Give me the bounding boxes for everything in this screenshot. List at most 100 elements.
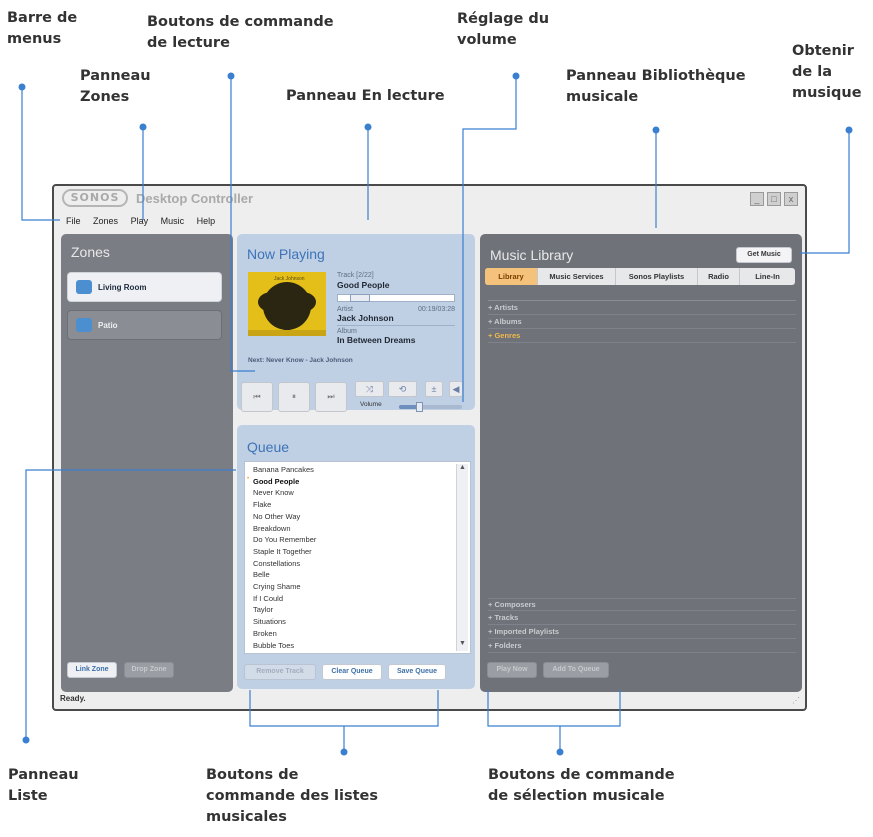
callout-line: Boutons de commande bbox=[488, 767, 675, 783]
callout-line: Barre de bbox=[7, 10, 78, 26]
menu-music[interactable]: Music bbox=[160, 216, 185, 226]
callout-line: Zones bbox=[80, 89, 130, 105]
album-label: Album bbox=[337, 328, 357, 335]
queue-item[interactable]: Broken bbox=[253, 628, 277, 638]
callout-library-panel: Panneau Bibliothèque musicale bbox=[566, 66, 746, 108]
zone-patio[interactable]: Patio bbox=[67, 310, 222, 340]
callout-now-playing-panel: Panneau En lecture bbox=[286, 88, 445, 104]
queue-item[interactable]: If I Could bbox=[253, 593, 284, 603]
queue-item[interactable]: Flake bbox=[253, 500, 272, 510]
callout-dot bbox=[18, 83, 26, 91]
queue-item[interactable]: Crying Shame bbox=[253, 582, 301, 591]
callout-queue-panel: Panneau Liste bbox=[8, 765, 79, 807]
callout-line: musicales bbox=[206, 809, 287, 825]
library-item-folders[interactable]: + Folders bbox=[488, 640, 796, 653]
queue-item[interactable]: Good People bbox=[253, 476, 300, 486]
callout-volume: Réglage du volume bbox=[457, 9, 549, 51]
callout-library-buttons: Boutons de commande de sélection musical… bbox=[488, 765, 675, 807]
zones-panel: Zones Living Room Patio Link Zone Drop Z… bbox=[61, 234, 233, 692]
library-item-imported-playlists[interactable]: + Imported Playlists bbox=[488, 626, 796, 639]
callout-zones-panel: Panneau Zones bbox=[80, 66, 151, 108]
add-to-queue-button[interactable]: Add To Queue bbox=[543, 662, 609, 678]
callout-line: Panneau bbox=[80, 68, 151, 84]
library-item-composers[interactable]: + Composers bbox=[488, 598, 796, 611]
next-track-button[interactable]: ⏭ bbox=[315, 382, 347, 412]
queue-item[interactable]: No Other Way bbox=[253, 511, 301, 521]
shuffle-button[interactable]: ⤨ bbox=[355, 381, 384, 397]
library-item-genres[interactable]: + Genres bbox=[488, 330, 796, 343]
minimize-button[interactable]: _ bbox=[750, 192, 764, 206]
callout-line: volume bbox=[457, 32, 517, 48]
progress-thumb[interactable] bbox=[349, 294, 370, 302]
volume-slider[interactable] bbox=[399, 402, 462, 412]
queue-item[interactable]: Do You Remember bbox=[253, 535, 317, 545]
previous-track-button[interactable]: ⏮ bbox=[241, 382, 273, 412]
menu-help[interactable]: Help bbox=[196, 216, 216, 226]
equalizer-button[interactable]: ± bbox=[425, 381, 443, 397]
album-art-text: Jack Johnson bbox=[274, 276, 305, 282]
scroll-down-icon[interactable]: ▼ bbox=[459, 640, 466, 647]
queue-item[interactable]: Banana Pancakes bbox=[253, 465, 314, 474]
scroll-up-icon[interactable]: ▲ bbox=[459, 464, 466, 471]
link-zone-button[interactable]: Link Zone bbox=[67, 662, 117, 678]
queue-item[interactable]: Staple It Together bbox=[253, 546, 312, 556]
menu-play[interactable]: Play bbox=[130, 216, 149, 226]
tab-sonos-playlists[interactable]: Sonos Playlists bbox=[616, 268, 698, 285]
callout-dot bbox=[845, 126, 853, 134]
mute-button[interactable]: ◀ bbox=[449, 381, 463, 397]
now-playing-panel: Now Playing Jack Johnson Track [2/22] Go… bbox=[237, 234, 475, 410]
queue-item[interactable]: Situations bbox=[253, 617, 286, 627]
queue-item[interactable]: Never Know bbox=[253, 488, 294, 498]
sonos-logo: SONOS bbox=[62, 189, 128, 207]
get-music-button[interactable]: Get Music bbox=[736, 247, 792, 263]
menu-file[interactable]: File bbox=[66, 216, 81, 226]
callout-line: commande des listes bbox=[206, 788, 379, 804]
queue-scrollbar[interactable]: ▲ ▼ bbox=[456, 464, 468, 651]
save-queue-button[interactable]: Save Queue bbox=[388, 664, 446, 680]
status-bar: Ready. bbox=[60, 694, 86, 703]
pause-button[interactable]: ⏸ bbox=[278, 382, 310, 412]
tab-radio[interactable]: Radio bbox=[698, 268, 740, 285]
drop-zone-button[interactable]: Drop Zone bbox=[124, 662, 174, 678]
callout-line: Panneau Bibliothèque bbox=[566, 68, 746, 84]
queue-item[interactable]: Bubble Toes bbox=[253, 640, 295, 650]
callout-dot bbox=[512, 72, 520, 80]
tab-music-services[interactable]: Music Services bbox=[538, 268, 616, 285]
leader-get-music bbox=[800, 130, 850, 254]
callout-dot bbox=[556, 748, 564, 756]
tab-library[interactable]: Library bbox=[485, 268, 538, 285]
callout-line: Panneau bbox=[8, 767, 79, 783]
callout-line: menus bbox=[7, 31, 62, 47]
zone-label: Patio bbox=[98, 321, 118, 330]
title-bar[interactable]: SONOS Desktop Controller _ □ x bbox=[54, 186, 805, 214]
remove-track-button[interactable]: Remove Track bbox=[244, 664, 316, 680]
library-item-albums[interactable]: + Albums bbox=[488, 316, 796, 329]
queue-item[interactable]: Constellations bbox=[253, 558, 301, 568]
track-label: Track [2/22] bbox=[337, 272, 374, 279]
clear-queue-button[interactable]: Clear Queue bbox=[322, 664, 382, 680]
callout-line: Boutons de bbox=[206, 767, 299, 783]
callout-line: musicale bbox=[566, 89, 639, 105]
callout-line: Liste bbox=[8, 788, 48, 804]
app-window: SONOS Desktop Controller _ □ x File Zone… bbox=[52, 184, 807, 711]
close-button[interactable]: x bbox=[784, 192, 798, 206]
maximize-button[interactable]: □ bbox=[767, 192, 781, 206]
resize-grip-icon[interactable]: ⋰ bbox=[792, 696, 800, 705]
zone-label: Living Room bbox=[98, 283, 147, 292]
callout-queue-buttons: Boutons de commande des listes musicales bbox=[206, 765, 378, 828]
callout-dot bbox=[22, 736, 30, 744]
tab-line-in[interactable]: Line-In bbox=[755, 272, 780, 281]
play-now-button[interactable]: Play Now bbox=[487, 662, 537, 678]
menu-zones[interactable]: Zones bbox=[93, 216, 119, 226]
repeat-button[interactable]: ⟲ bbox=[388, 381, 417, 397]
zone-living-room[interactable]: Living Room bbox=[67, 272, 222, 302]
queue-item[interactable]: Breakdown bbox=[253, 523, 291, 533]
queue-item[interactable]: Belle bbox=[253, 570, 270, 580]
track-progress-bar[interactable] bbox=[337, 294, 455, 302]
volume-thumb[interactable] bbox=[416, 402, 424, 412]
library-item-artists[interactable]: + Artists bbox=[488, 302, 796, 315]
library-item-tracks[interactable]: + Tracks bbox=[488, 612, 796, 625]
queue-item[interactable]: Taylor bbox=[253, 605, 274, 615]
callout-line: Réglage du bbox=[457, 11, 550, 27]
